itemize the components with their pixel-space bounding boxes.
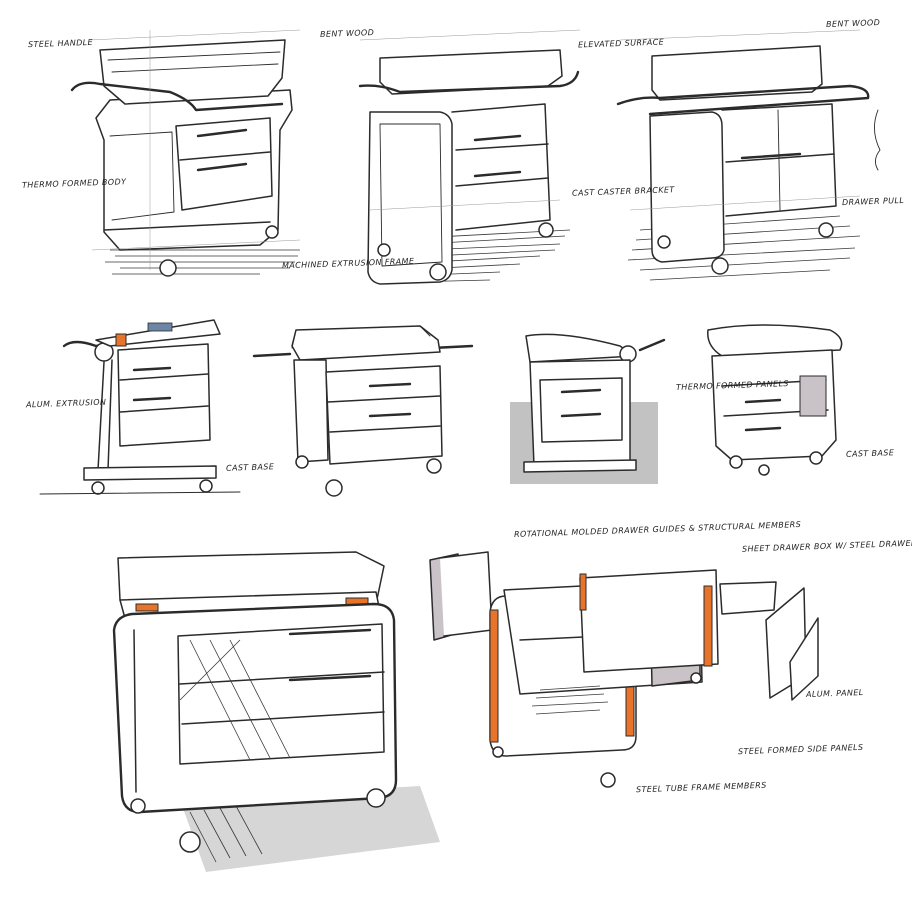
callout-bent-wood: BENT WOOD	[319, 28, 375, 39]
callout-cast-base-2: CAST BASE	[845, 448, 895, 459]
cart-sketch-large	[112, 551, 440, 872]
cart-sketch-6	[510, 333, 666, 484]
cart-sketch-1	[70, 29, 301, 277]
callout-alum-panel: ALUM. PANEL	[805, 687, 864, 700]
callout-bent-wood-2: BENT WOOD	[825, 18, 881, 29]
callout-steel-handle: STEEL HANDLE	[27, 37, 94, 50]
callout-cast-base: CAST BASE	[225, 462, 275, 473]
cart-exploded-view	[429, 551, 819, 788]
cart-sketch-7	[707, 324, 843, 476]
cart-sketch-4	[39, 319, 241, 495]
cart-sketch-3	[616, 29, 881, 281]
callout-drawer-pull: DRAWER PULL	[841, 195, 905, 208]
cart-sketch-2	[358, 29, 581, 285]
cart-sketch-5	[252, 325, 474, 497]
